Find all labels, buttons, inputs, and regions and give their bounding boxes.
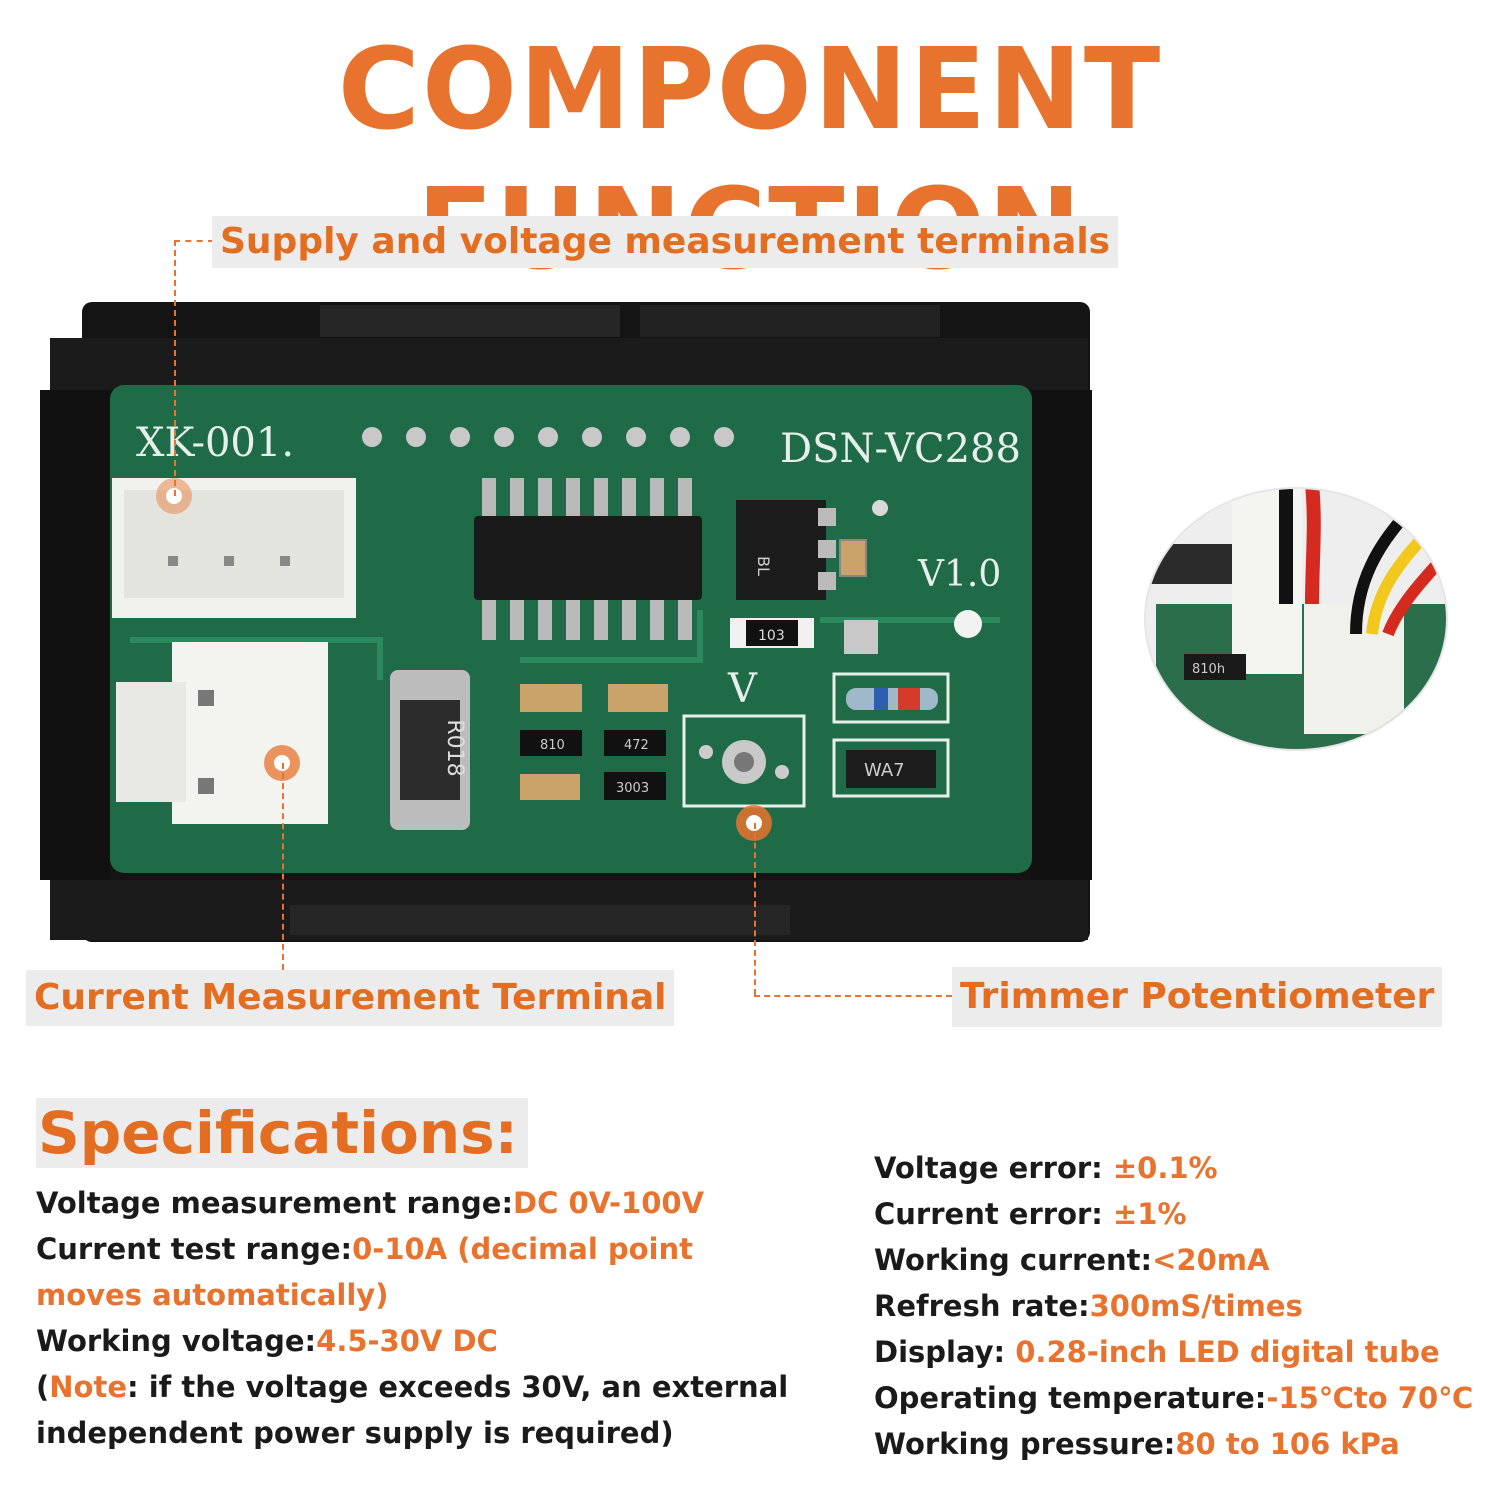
svg-text:103: 103 (758, 628, 785, 644)
leader-supply-v (174, 240, 176, 496)
board-v-mark: V (727, 666, 758, 712)
current-connector (116, 642, 328, 824)
supply-connector (112, 478, 356, 618)
specs-heading: Specifications: (36, 1098, 528, 1168)
diode-wa7: WA7 (832, 738, 950, 798)
spec-operating-temperature: Operating temperature:-15℃to 70℃ (874, 1381, 1474, 1415)
svg-text:WA7: WA7 (864, 760, 905, 781)
spec-current-range: Current test range:0-10A (decimal point … (36, 1232, 693, 1312)
board-model-right: DSN-VC288 (780, 426, 1021, 472)
spec-current-error: Current error: ±1% (874, 1197, 1187, 1231)
board-model-left: XK-001. (136, 420, 294, 466)
board-version: V1.0 (917, 554, 1001, 595)
trimmer-pot (682, 714, 806, 808)
ic-chip (474, 478, 702, 640)
pcb-photo: XK-001. DSN-VC288 V1.0 V (40, 302, 1092, 942)
svg-text:810: 810 (540, 738, 565, 753)
spec-working-voltage: Working voltage:4.5-30V DC (36, 1324, 498, 1358)
spec-voltage-range: Voltage measurement range:DC 0V-100V (36, 1186, 705, 1220)
callout-trimmer: Trimmer Potentiometer (952, 967, 1443, 1027)
spec-refresh-rate: Refresh rate:300mS/times (874, 1289, 1303, 1323)
spec-note: (Note: if the voltage exceeds 30V, an ex… (36, 1370, 789, 1450)
resistor-103: 103 (730, 618, 814, 648)
callout-supply-terminals: Supply and voltage measurement terminals (212, 216, 1119, 268)
callout-current-terminal: Current Measurement Terminal (26, 970, 675, 1026)
spec-display: Display: 0.28-inch LED digital tube (874, 1335, 1440, 1369)
header-pads (362, 427, 734, 447)
regulator-chip: BL (736, 500, 836, 600)
specs-right: Voltage error: ±0.1% Current error: ±1% … (874, 1145, 1494, 1467)
chip-label-bl: BL (754, 556, 773, 576)
spec-voltage-error: Voltage error: ±0.1% (874, 1151, 1218, 1185)
svg-text:472: 472 (624, 738, 649, 753)
leader-trimmer-h (754, 995, 952, 997)
inset-photo: 810h (1144, 487, 1448, 751)
marker-supply (156, 478, 192, 514)
svg-text:R018: R018 (442, 719, 467, 776)
leader-supply-h (174, 240, 214, 242)
diode-glass (832, 672, 950, 724)
spec-working-current: Working current:<20mA (874, 1243, 1270, 1277)
specs-left: Voltage measurement range:DC 0V-100V Cur… (36, 1180, 816, 1456)
svg-text:3003: 3003 (616, 781, 649, 796)
spec-working-pressure: Working pressure:80 to 106 kPa (874, 1427, 1400, 1461)
svg-text:810h: 810h (1192, 662, 1225, 677)
leader-trimmer-v (754, 823, 756, 995)
leader-current-v (282, 763, 284, 970)
smd-cluster: 810 472 3003 (520, 684, 668, 800)
shunt-resistor: R018 (390, 670, 470, 830)
